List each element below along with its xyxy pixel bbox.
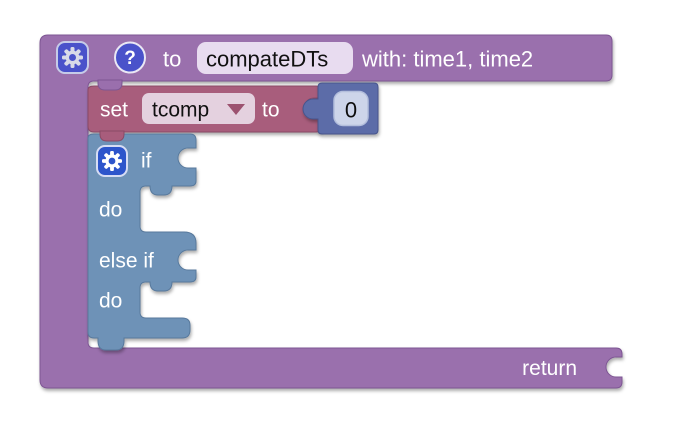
procedure-to-label: to (163, 47, 181, 72)
procedure-mutator-button[interactable] (56, 41, 89, 74)
set-to-label: to (262, 99, 280, 122)
procedure-params-label: with: time1, time2 (361, 47, 533, 72)
number-field[interactable] (333, 90, 369, 127)
dropdown-arrow-icon (227, 104, 245, 115)
if-gear-icon[interactable] (96, 145, 128, 177)
if-mutator-button[interactable] (96, 145, 128, 177)
if-block[interactable] (87, 133, 197, 351)
set-statement-connector (99, 130, 125, 142)
help-icon-glyph: ? (124, 48, 136, 69)
gear-icon-glyph (62, 47, 83, 68)
if-label: if (141, 150, 152, 173)
variable-dropdown[interactable]: tcomp (142, 93, 255, 124)
procedure-name-field-value: compateDTs (206, 47, 328, 72)
variable-dropdown-value: tcomp (152, 99, 209, 122)
set-label: set (100, 99, 128, 122)
procedure-return-label: return (522, 357, 577, 380)
number-field-value: 0 (345, 98, 357, 123)
gear-icon[interactable] (56, 41, 89, 74)
do-label: do (99, 199, 122, 222)
variable-dropdown-bg[interactable] (142, 93, 255, 124)
else-if-label: else if (99, 250, 154, 273)
procedure-name-field-bg[interactable] (197, 42, 353, 74)
procedure-statement-connector (97, 79, 123, 91)
help-icon[interactable] (114, 41, 146, 74)
if-gear-icon-glyph (102, 151, 122, 171)
do2-label: do (99, 290, 122, 313)
procedure-name-field[interactable]: compateDTs (197, 42, 353, 74)
help-button[interactable]: ? (114, 41, 146, 74)
procedure-block[interactable] (39, 34, 623, 389)
